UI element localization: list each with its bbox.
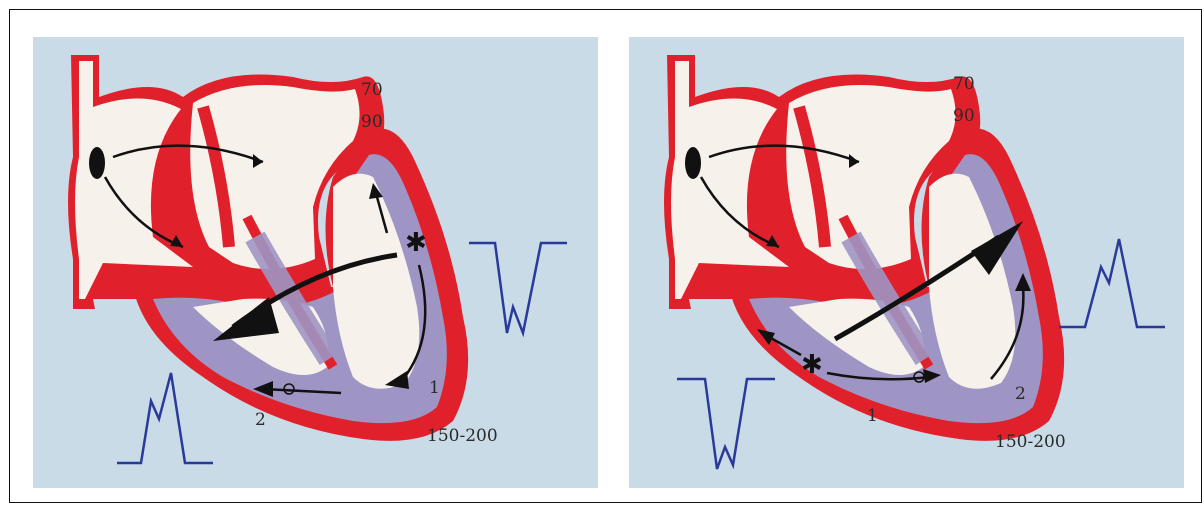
ectopic-focus-star: ✱ — [405, 228, 427, 258]
sequence-label-2: 2 — [255, 410, 266, 430]
heart-diagram-right-svg: ✱ 70 90 150-200 1 2 — [629, 37, 1184, 488]
sa-node — [685, 147, 701, 179]
pressure-mid-label: 90 — [953, 106, 975, 126]
pressure-top-label: 70 — [953, 74, 975, 94]
sa-node — [89, 147, 105, 179]
sequence-label-2: 2 — [1015, 384, 1026, 404]
pressure-mid-label: 90 — [361, 112, 383, 132]
sequence-label-1: 1 — [429, 378, 440, 398]
heart-diagram-right: ✱ 70 90 150-200 1 2 — [629, 37, 1184, 488]
ectopic-focus-star: ✱ — [801, 350, 823, 380]
sequence-label-1: 1 — [867, 406, 878, 426]
pressure-bottom-label: 150-200 — [427, 426, 498, 446]
heart-diagram-left-svg: ✱ 70 90 150-200 1 2 — [33, 37, 598, 488]
pressure-top-label: 70 — [361, 80, 383, 100]
heart-diagram-left: ✱ 70 90 150-200 1 2 — [33, 37, 598, 488]
pressure-bottom-label: 150-200 — [995, 432, 1066, 452]
